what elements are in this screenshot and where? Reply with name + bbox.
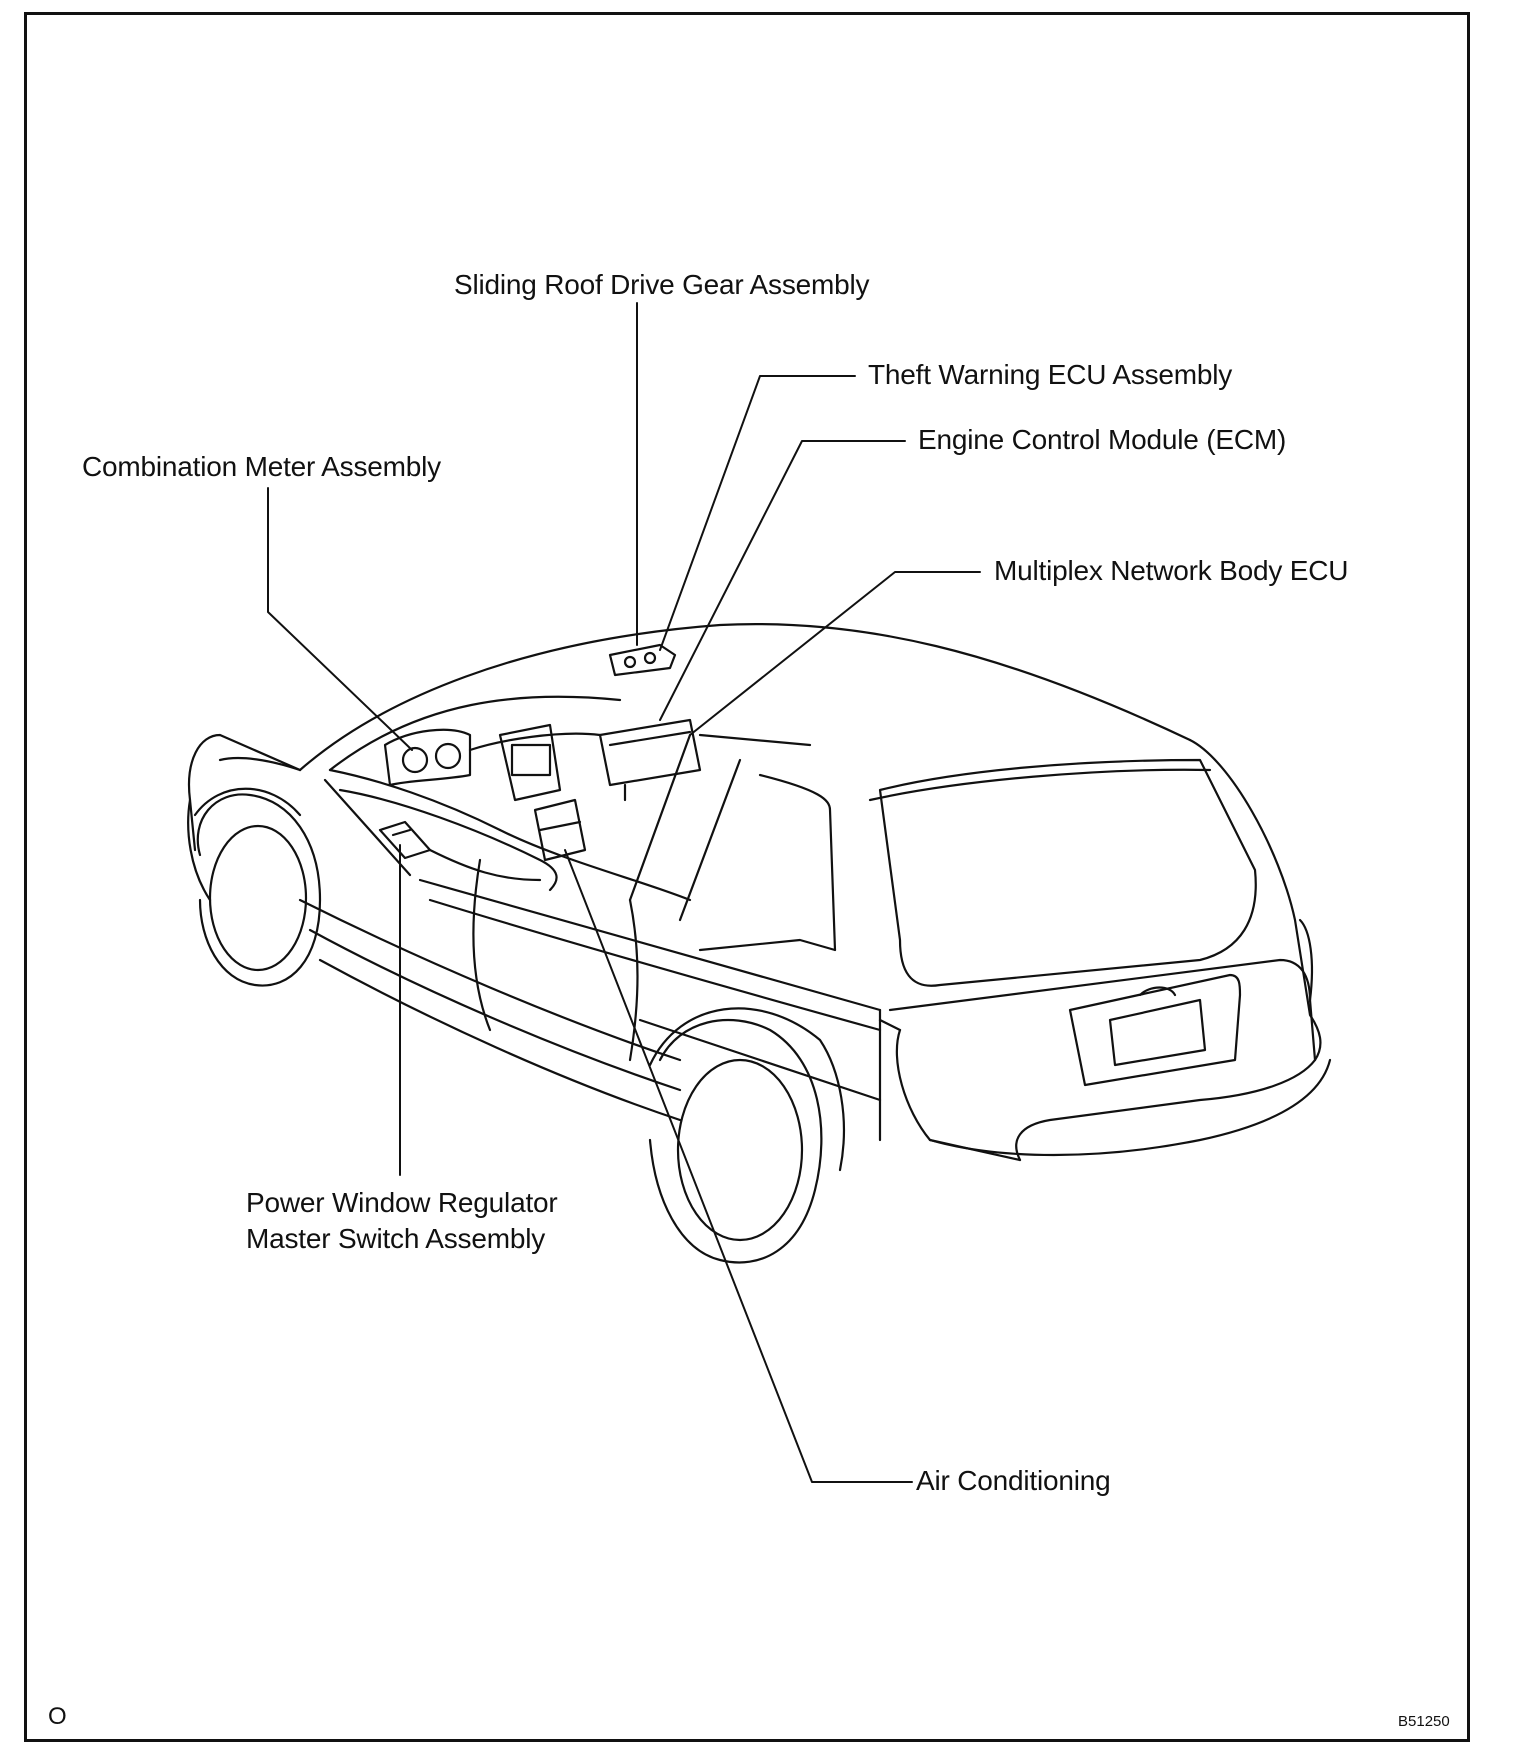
- leader-multiplex: [689, 571, 981, 736]
- label-combination-meter: Combination Meter Assembly: [82, 451, 441, 482]
- label-multiplex-network-body-ecu: Multiplex Network Body ECU: [994, 555, 1349, 586]
- label-sliding-roof-drive-gear: Sliding Roof Drive Gear Assembly: [454, 269, 870, 300]
- vehicle-body: [187, 622, 1332, 1162]
- power-window-switch-part: [378, 820, 432, 860]
- interior-lines: [328, 732, 812, 902]
- footer-left-mark: O: [48, 1703, 67, 1730]
- leader-theft-warning: [659, 375, 856, 651]
- diagram-frame: [24, 12, 1470, 1742]
- combination-meter-part: [383, 728, 472, 787]
- sliding-roof-motor-part: [608, 643, 677, 677]
- label-engine-control-module: Engine Control Module (ECM): [918, 424, 1287, 455]
- label-power-window-line2: Master Switch Assembly: [246, 1223, 546, 1254]
- rear-wheel: [648, 1007, 846, 1264]
- leader-lines: [267, 302, 981, 1483]
- label-air-conditioning: Air Conditioning: [916, 1465, 1111, 1496]
- leader-air-conditioning: [564, 849, 913, 1483]
- label-theft-warning-ecu: Theft Warning ECU Assembly: [868, 359, 1233, 390]
- label-power-window-line1: Power Window Regulator: [246, 1187, 558, 1218]
- ecm-part: [598, 718, 702, 802]
- center-console-part: [498, 723, 587, 862]
- leader-combination-meter: [267, 487, 413, 751]
- figure-code: B51250: [1398, 1713, 1450, 1730]
- front-wheel: [193, 787, 322, 987]
- leader-ecm: [659, 440, 906, 721]
